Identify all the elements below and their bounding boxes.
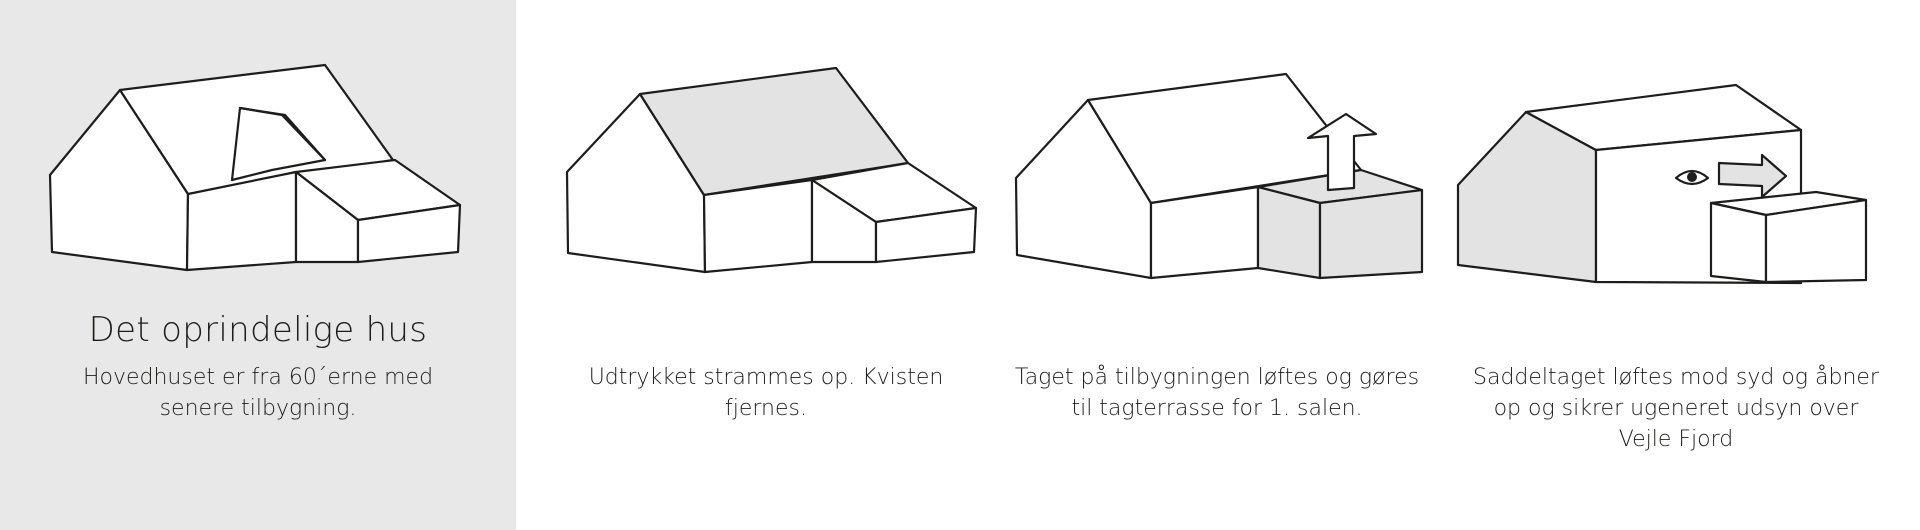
original-house-sketch	[48, 63, 462, 272]
step4-caption: Saddeltaget løftes mod syd og åbner op o…	[1473, 365, 1879, 452]
main-house-front-wall	[1149, 185, 1260, 280]
step4-sketch	[1456, 83, 1868, 285]
eye-icon	[1674, 169, 1710, 186]
extension-wall-front	[356, 203, 462, 264]
extension-wall-front	[1764, 198, 1868, 284]
extension-wall-front	[874, 206, 978, 264]
step2-sketch	[565, 66, 978, 274]
arrow-right-icon	[1717, 153, 1788, 199]
step2-caption: Udtrykket strammes op. Kvisten fjernes.	[588, 365, 944, 421]
extension-wall-left	[1709, 201, 1768, 284]
arrow-up-icon	[1306, 112, 1378, 192]
step3-caption: Taget på tilbygningen løftes og gøres ti…	[1014, 365, 1420, 421]
step1-title: Det oprindelige hus	[88, 310, 428, 350]
step3-sketch	[1014, 72, 1424, 280]
extension-wall-front	[1318, 188, 1424, 280]
dormer-lines	[238, 106, 327, 162]
extension-wall-left	[1256, 185, 1322, 280]
main-house-front-wall	[702, 178, 814, 274]
step1-caption: Hovedhuset er fra 60´erne med senere til…	[82, 365, 434, 421]
